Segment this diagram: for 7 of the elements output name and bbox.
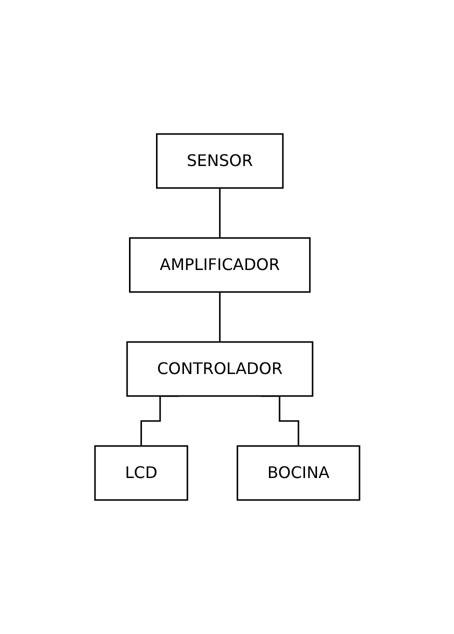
node-box: CONTROLADOR xyxy=(126,341,314,397)
node-box: SENSOR xyxy=(156,133,284,189)
node-box: LCD xyxy=(94,445,188,501)
connector xyxy=(218,291,220,343)
node-box: AMPLIFICADOR xyxy=(128,237,310,293)
connector xyxy=(218,187,220,239)
node-box: BOCINA xyxy=(236,445,360,501)
